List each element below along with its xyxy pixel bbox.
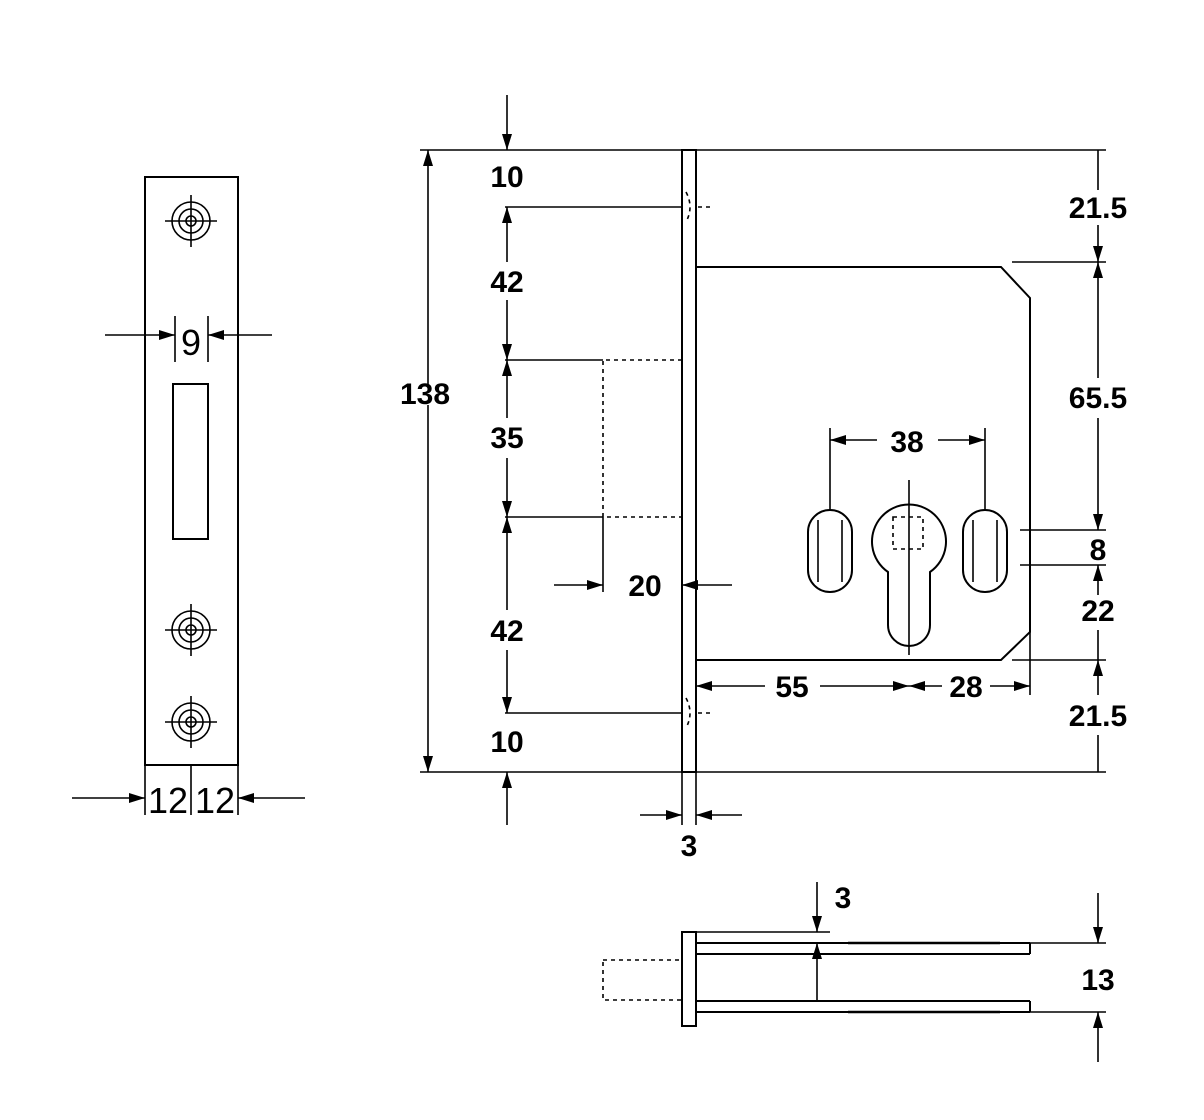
top-faceplate bbox=[681, 931, 697, 1027]
case-bottom-offset-label: 21.5 bbox=[1069, 700, 1127, 733]
bottom-screw-offset-label: 10 bbox=[490, 726, 523, 759]
fixing-hole-left bbox=[807, 509, 853, 593]
side-view: 138 10 42 35 42 10 20 3 bbox=[400, 95, 1127, 863]
backset-label: 55 bbox=[775, 671, 808, 704]
bolt-width-label: 9 bbox=[181, 322, 201, 363]
faceplate-half-width-left-label: 12 bbox=[148, 780, 188, 821]
upper-screw-spacing-label: 42 bbox=[490, 266, 523, 299]
bolt-height-label: 35 bbox=[490, 422, 523, 455]
faceplate-half-width-right-label: 12 bbox=[195, 780, 235, 821]
case-thickness-label: 13 bbox=[1081, 964, 1114, 997]
bolt-outline bbox=[602, 359, 682, 518]
cylinder-profile bbox=[871, 503, 947, 647]
lock-case bbox=[696, 266, 1031, 661]
fixing-hole-right bbox=[962, 509, 1008, 593]
overall-height-label: 138 bbox=[400, 378, 450, 411]
cylinder-to-back-label: 28 bbox=[949, 671, 982, 704]
cylinder-lower-label: 22 bbox=[1081, 595, 1114, 628]
screw-hole-middle bbox=[165, 604, 217, 656]
top-view: 3 13 bbox=[602, 882, 1115, 1062]
cylinder-hole-spacing-label: 38 bbox=[890, 426, 923, 459]
wall-thickness-label: 3 bbox=[835, 882, 852, 915]
front-view: 9 12 12 bbox=[72, 176, 305, 821]
faceplate-edge bbox=[681, 149, 697, 773]
bolt-opening bbox=[172, 383, 209, 540]
top-bolt bbox=[602, 959, 683, 1001]
lower-screw-spacing-label: 42 bbox=[490, 615, 523, 648]
bolt-projection-label: 20 bbox=[628, 570, 661, 603]
faceplate-outline bbox=[144, 176, 239, 766]
cylinder-slot-label: 8 bbox=[1090, 534, 1107, 567]
case-upper-height-label: 65.5 bbox=[1069, 382, 1127, 415]
cylinder-cam bbox=[892, 516, 924, 550]
top-screw-offset-label: 10 bbox=[490, 161, 523, 194]
faceplate-thickness-label: 3 bbox=[681, 830, 698, 863]
screw-hole-top bbox=[165, 195, 217, 247]
screw-hole-bottom bbox=[165, 696, 217, 748]
case-top-offset-label: 21.5 bbox=[1069, 192, 1127, 225]
